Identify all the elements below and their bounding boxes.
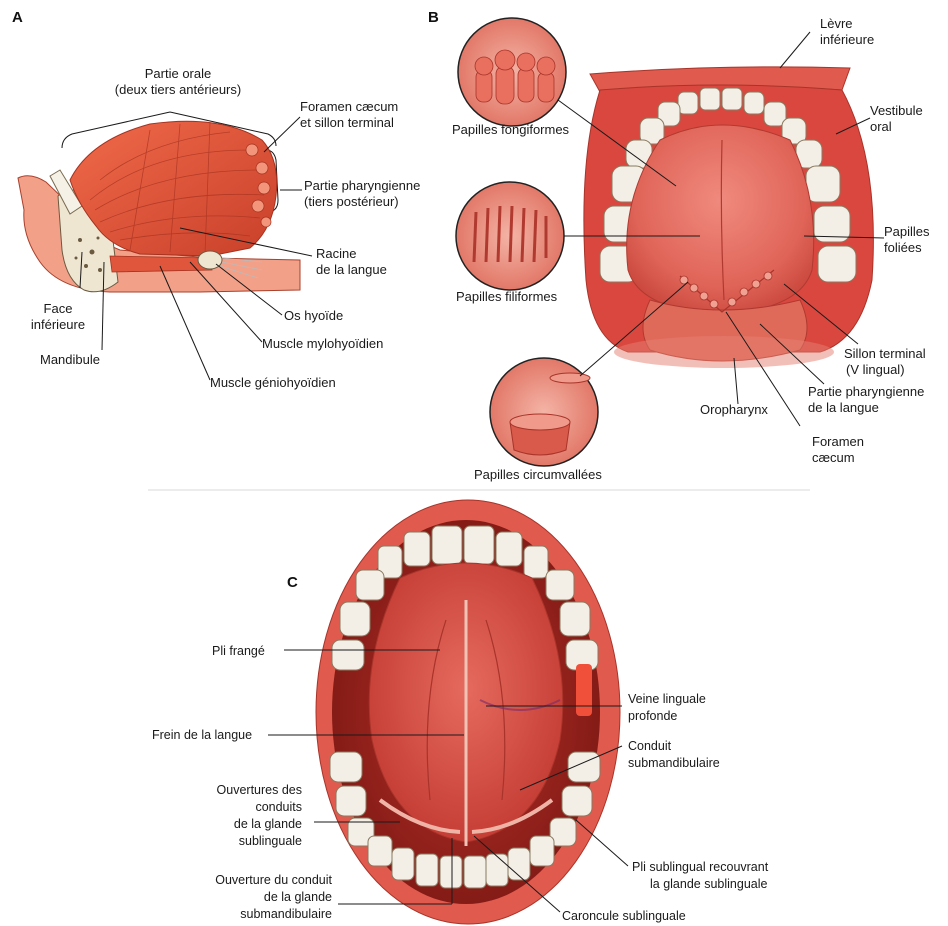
zoom-fungiform [458,18,566,126]
label-foramen-b: Foramen [812,434,864,449]
label-inferieure: inférieure [31,317,85,332]
panel-a-letter: A [12,9,23,26]
panel-c: C [152,500,769,924]
label-mandibule: Mandibule [40,352,100,367]
label-conduit: Conduit [628,739,672,753]
label-os-hyoide: Os hyoïde [284,308,343,323]
label-deux-tiers: (deux tiers antérieurs) [115,82,241,97]
panel-b-letter: B [428,9,439,26]
label-tiers-posterieur: (tiers postérieur) [304,194,399,209]
label-oral: oral [870,119,892,134]
label-de-la-langue-b: de la langue [808,400,879,415]
panel-a: A [12,9,420,390]
label-mylohyoidien: Muscle mylohyoïdien [262,336,383,351]
label-pli-sublingual: Pli sublingual recouvrant [632,860,769,874]
label-foramen-a: Foramen cæcum [300,99,398,114]
panel-c-letter: C [287,574,298,591]
label-de-la-glande-2: de la glande [264,890,332,904]
label-ouvertures-des: Ouvertures des [217,783,302,797]
label-frein: Frein de la langue [152,728,252,742]
label-caecum: cæcum [812,450,855,465]
label-face: Face [44,301,73,316]
label-sillon-terminal: Sillon terminal [844,346,926,361]
label-glande-sublinguale: la glande sublinguale [650,877,768,891]
label-caroncule: Caroncule sublinguale [562,909,686,923]
panel-b: B [428,9,930,482]
zoom-filiform [456,182,564,290]
label-partie-pharyngienne-b: Partie pharyngienne [808,384,924,399]
label-conduits: conduits [255,800,302,814]
label-partie-pharyngienne-a: Partie pharyngienne [304,178,420,193]
label-inferieure-b: inférieure [820,32,874,47]
label-conduit-submandibulaire: submandibulaire [628,756,720,770]
label-papilles-foliees: Papilles [884,224,930,239]
vein-highlight [576,664,592,716]
label-fongiformes: Papilles fongiformes [452,122,570,137]
label-levre: Lèvre [820,16,853,31]
label-vestibule: Vestibule [870,103,923,118]
label-geniohyoidien: Muscle géniohyoïdien [210,375,336,390]
label-veine-linguale: Veine linguale [628,692,706,706]
label-racine: Racine [316,246,356,261]
oropharynx [614,336,834,368]
label-v-lingual: (V lingual) [846,362,905,377]
label-circumvallees: Papilles circumvallées [474,467,602,482]
leader-levre [780,32,810,68]
label-de-la-langue: de la langue [316,262,387,277]
label-sillon-a: et sillon terminal [300,115,394,130]
label-foliees: foliées [884,240,922,255]
label-ouverture-conduit: Ouverture du conduit [215,873,332,887]
label-filiformes: Papilles filiformes [456,289,558,304]
label-profonde: profonde [628,709,677,723]
label-de-la-glande: de la glande [234,817,302,831]
label-partie-orale: Partie orale [145,66,211,81]
label-pli-frange: Pli frangé [212,644,265,658]
label-oropharynx: Oropharynx [700,402,768,417]
label-submandibulaire: submandibulaire [240,907,332,921]
label-sublinguale: sublinguale [239,834,302,848]
